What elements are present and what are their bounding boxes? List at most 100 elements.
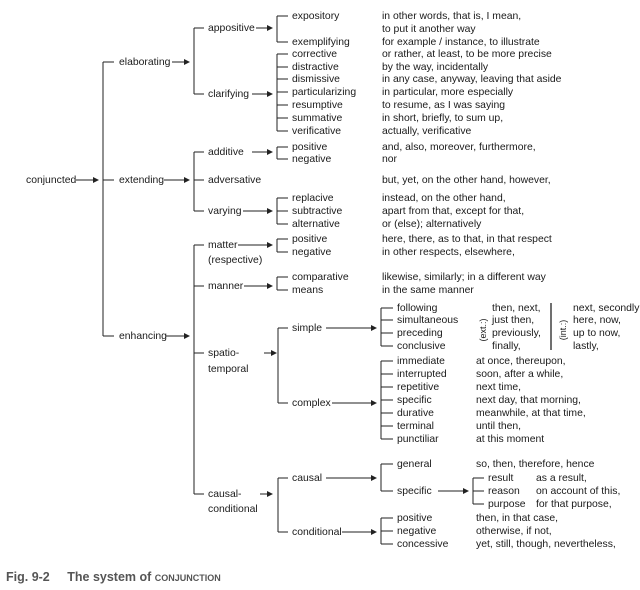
leaf-text: in any case, anyway, leaving that aside [382, 74, 562, 85]
figure-term: conjunction [154, 570, 221, 584]
leaf-ext: just then, [491, 315, 534, 326]
leaf-text: in short, briefly, to sum up, [382, 113, 503, 124]
sub-matter-respective: (respective) [208, 255, 262, 266]
leaf-label: dismissive [292, 74, 340, 85]
leaf-text: yet, still, though, nevertheless, [476, 539, 616, 550]
sub-temporal: temporal [208, 364, 248, 375]
sub-conditional: conditional [292, 527, 342, 538]
leaf-text: in the same manner [382, 285, 474, 296]
category-extending: extending [119, 175, 164, 186]
leaf-text: likewise, similarly; in a different way [382, 272, 547, 283]
leaf-label: general [397, 459, 432, 470]
leaf-text: and, also, moreover, furthermore, [382, 142, 536, 153]
leaf-text: in particular, more especially [382, 87, 514, 98]
leaf-label: positive [292, 234, 327, 245]
leaf-label: negative [292, 247, 332, 258]
leaf-label: alternative [292, 219, 340, 230]
leaf-label: punctiliar [397, 434, 439, 445]
sub-additive: additive [208, 147, 244, 158]
leaf-text: but, yet, on the other hand, however, [382, 175, 551, 186]
leaf-text: actually, verificative [382, 126, 472, 137]
leaf-label: terminal [397, 421, 434, 432]
figure-title: The system of [67, 570, 152, 584]
sub-appositive: appositive [208, 23, 255, 34]
leaf-label: result [488, 473, 514, 484]
leaf-text: for that purpose, [536, 499, 612, 510]
leaf-text: in other words, that is, I mean, [382, 11, 521, 22]
leaf-ext: finally, [492, 341, 521, 352]
leaf-text: next time, [476, 382, 521, 393]
leaf-label: simultaneous [397, 315, 458, 326]
root-label: conjuncted [26, 175, 76, 186]
leaf-label: purpose [488, 499, 526, 510]
leaf-label: negative [397, 526, 437, 537]
leaf-label: summative [292, 113, 342, 124]
leaf-text: here, there, as to that, in that respect [382, 234, 552, 245]
leaf-label: immediate [397, 356, 445, 367]
sub-manner: manner [208, 281, 244, 292]
leaf-label: reason [488, 486, 520, 497]
sub-complex: complex [292, 398, 331, 409]
leaf-text: instead, on the other hand, [382, 193, 506, 204]
category-elaborating: elaborating [119, 57, 171, 68]
leaf-label: concessive [397, 539, 449, 550]
leaf-label: durative [397, 408, 434, 419]
leaf-text: next day, that morning, [476, 395, 581, 406]
leaf-label: positive [397, 513, 432, 524]
leaf-label: corrective [292, 49, 337, 60]
sub-causal-conditional-2: conditional [208, 504, 258, 515]
leaf-label: expository [292, 11, 340, 22]
leaf-text: otherwise, if not, [476, 526, 552, 537]
leaf-label: particularizing [292, 87, 356, 98]
figure-caption: Fig. 9-2 The system of conjunction [6, 570, 221, 584]
int-label: (int.:) [558, 320, 568, 341]
leaf-int: here, now, [573, 315, 621, 326]
leaf-label: replacive [292, 193, 334, 204]
leaf-text: or (else); alternatively [382, 219, 482, 230]
leaf-text: meanwhile, at that time, [476, 408, 586, 419]
leaf-text: in other respects, elsewhere, [382, 247, 515, 258]
leaf-label: positive [292, 142, 327, 153]
leaf-text: until then, [476, 421, 521, 432]
leaf-text: to put it another way [382, 24, 476, 35]
leaf-text: soon, after a while, [476, 369, 563, 380]
leaf-text: for example / instance, to illustrate [382, 37, 540, 48]
leaf-label: distractive [292, 62, 339, 73]
leaf-label: resumptive [292, 100, 343, 111]
ext-label: (ext.:) [478, 318, 488, 341]
leaf-text: or rather, at least, to be more precise [382, 49, 552, 60]
sub-spatio: spatio- [208, 348, 239, 359]
leaf-label: negative [292, 154, 332, 165]
leaf-label: verificative [292, 126, 341, 137]
leaf-label: specific [397, 486, 432, 497]
sub-causal-conditional-1: causal- [208, 489, 242, 500]
leaf-label: following [397, 303, 438, 314]
leaf-ext: previously, [492, 328, 541, 339]
sub-matter: matter [208, 240, 238, 251]
leaf-label: conclusive [397, 341, 446, 352]
leaf-label: exemplifying [292, 37, 350, 48]
leaf-text: by the way, incidentally [382, 62, 489, 73]
leaf-label: interrupted [397, 369, 447, 380]
sub-causal: causal [292, 473, 322, 484]
category-enhancing: enhancing [119, 331, 167, 342]
leaf-text: apart from that, except for that, [382, 206, 524, 217]
leaf-label: repetitive [397, 382, 439, 393]
leaf-label: specific [397, 395, 432, 406]
figure-number: Fig. 9-2 [6, 570, 50, 584]
leaf-text: so, then, therefore, hence [476, 459, 595, 470]
leaf-label: comparative [292, 272, 349, 283]
leaf-label: means [292, 285, 323, 296]
leaf-label: subtractive [292, 206, 342, 217]
leaf-text: then, in that case, [476, 513, 558, 524]
tree-connectors [76, 15, 552, 545]
sub-clarifying: clarifying [208, 89, 249, 100]
sub-varying: varying [208, 206, 242, 217]
leaf-ext: then, next, [492, 303, 541, 314]
leaf-int: lastly, [573, 341, 599, 352]
leaf-int: next, secondly [573, 303, 640, 314]
leaf-text: to resume, as I was saying [382, 100, 505, 111]
sub-simple: simple [292, 323, 322, 334]
leaf-text: at once, thereupon, [476, 356, 566, 367]
